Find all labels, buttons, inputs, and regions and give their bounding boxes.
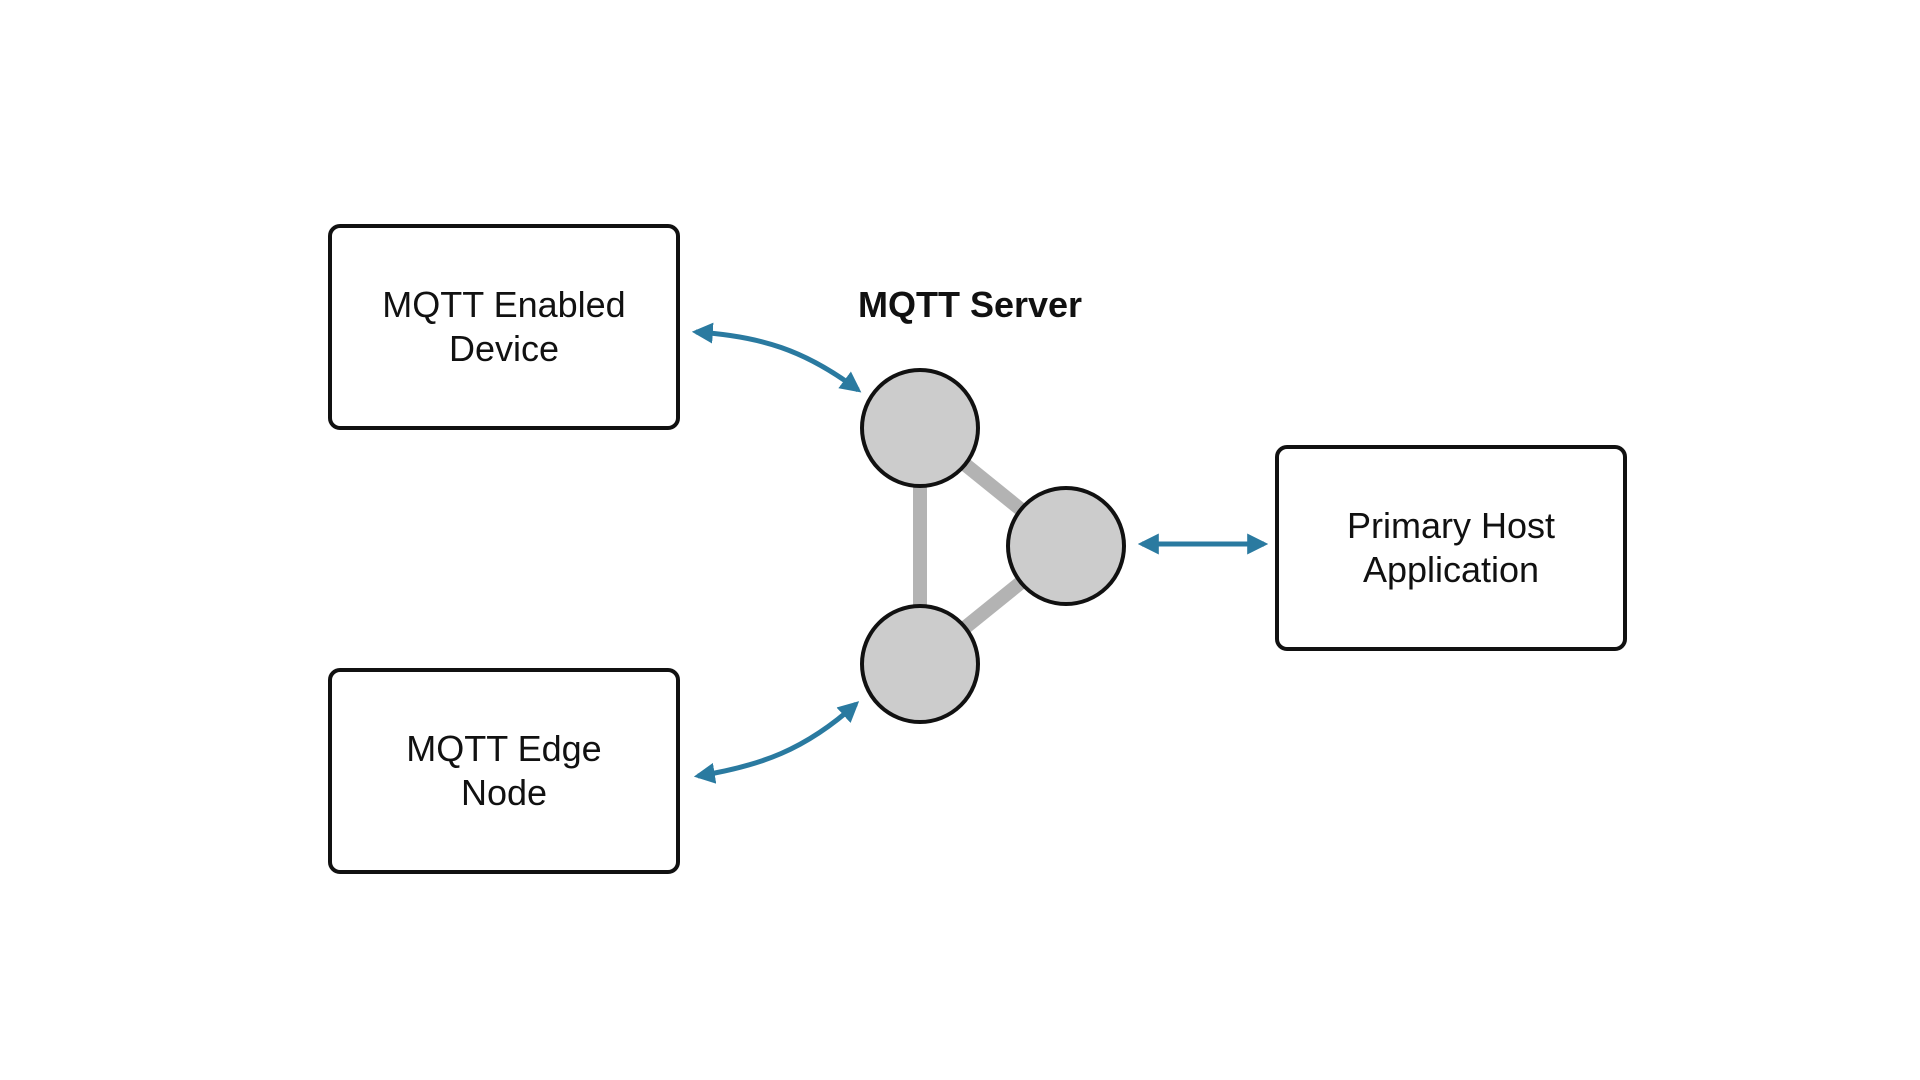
server-node-bottom xyxy=(860,604,980,724)
box-edge-line-1: MQTT Edge xyxy=(406,728,602,769)
server-node-top xyxy=(860,368,980,488)
box-host-line-2: Application xyxy=(1362,549,1540,590)
box-primary-host-application: Primary Host Application xyxy=(1275,445,1627,651)
box-mqtt-edge-node: MQTT Edge Node xyxy=(328,668,680,874)
box-edge-line-2: Node xyxy=(460,772,548,813)
arrow-device-server xyxy=(691,322,862,393)
box-device-line-1: MQTT Enabled xyxy=(382,284,626,325)
box-device-line-2: Device xyxy=(448,328,560,369)
arrow-edge-server xyxy=(693,701,860,784)
box-mqtt-enabled-device: MQTT Enabled Device xyxy=(328,224,680,430)
server-node-right xyxy=(1006,486,1126,606)
box-host-line-1: Primary Host xyxy=(1346,505,1556,546)
server-title: MQTT Server xyxy=(858,284,1083,325)
